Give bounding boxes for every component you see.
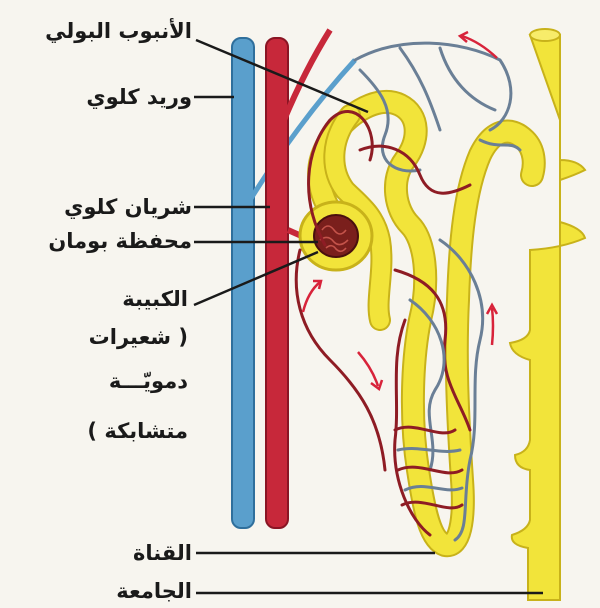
glomerulus-label-line4: متشابكة ) — [87, 414, 188, 448]
glomerulus-label-line3: دمويّـــة — [109, 364, 188, 398]
bowman-capsule-label: محفظة بومان — [48, 224, 192, 258]
collecting-duct — [510, 29, 585, 600]
nephron-tubule — [319, 102, 534, 545]
glomerulus-label-line1: الكبيبة — [122, 282, 188, 316]
renal-vein-label: وريد كلوي — [86, 80, 192, 114]
tubule-label: الأنبوب البولي — [45, 14, 192, 48]
collecting-duct-label-line2: الجامعة — [116, 574, 192, 608]
glomerulus-label-line2: ( شعيرات — [89, 320, 188, 354]
renal-artery — [266, 30, 330, 528]
renal-artery-label: شريان كلوي — [64, 190, 192, 224]
renal-vein — [232, 38, 355, 528]
collecting-duct-label-line1: القناة — [133, 536, 192, 570]
